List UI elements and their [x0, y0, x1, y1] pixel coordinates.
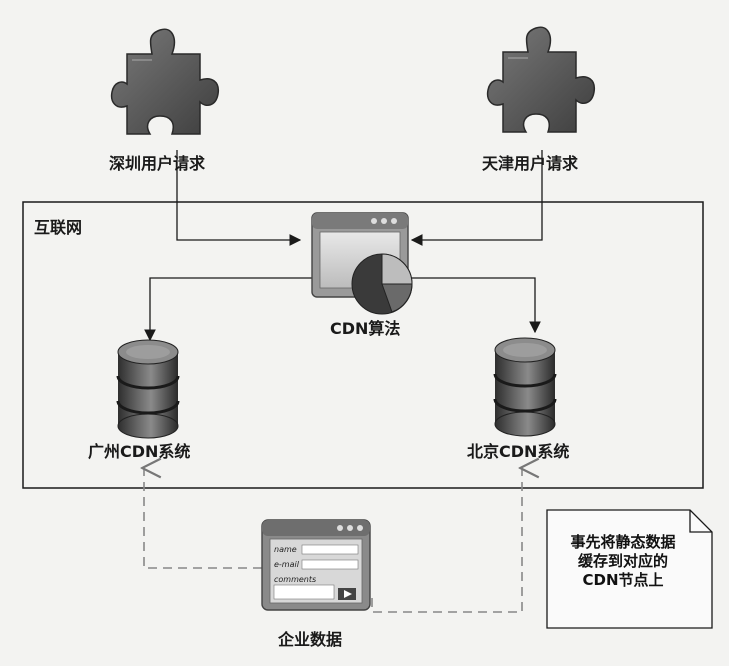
- note-line: CDN节点上: [582, 571, 664, 589]
- beijing-database-icon: [493, 336, 557, 438]
- beijing-cdn-label: 北京CDN系统: [467, 442, 570, 461]
- arrow-cdn-to-beijing: [400, 277, 541, 334]
- dashed-data-to-guangzhou: [144, 468, 262, 569]
- guangzhou-cdn-label: 广州CDN系统: [88, 442, 191, 461]
- play-icon: [344, 590, 352, 598]
- internet-label: 互联网: [34, 218, 83, 237]
- enterprise-data-label: 企业数据: [278, 630, 343, 649]
- puzzle-icon: [486, 26, 596, 134]
- guangzhou-database-icon: [116, 338, 180, 440]
- pie-chart-icon: [351, 253, 413, 315]
- internet-frame: [22, 201, 704, 489]
- form-field-comments-label: comments: [274, 575, 316, 584]
- note-line: 缓存到对应的: [577, 552, 668, 570]
- form-field-email-label: e-mail: [274, 560, 300, 569]
- form-field-name-label: name: [274, 545, 297, 554]
- arrow-cdn-to-guangzhou: [144, 277, 318, 342]
- note-line: 事先将静态数据: [570, 533, 676, 551]
- arrow-tianjin-to-cdn: [410, 150, 543, 246]
- note-box: [546, 509, 713, 629]
- note-text: 事先将静态数据 缓存到对应的 CDN节点上: [548, 533, 698, 590]
- cdn-algorithm-label: CDN算法: [330, 319, 401, 338]
- cdn-algorithm-window-icon: [311, 212, 413, 315]
- enterprise-form-window-icon: name e-mail comments: [261, 519, 371, 611]
- arrow-shenzhen-to-cdn: [176, 150, 302, 246]
- shenzhen-request-label: 深圳用户请求: [109, 154, 206, 173]
- puzzle-icon: [110, 28, 220, 136]
- tianjin-request-label: 天津用户请求: [482, 154, 579, 173]
- dashed-data-to-beijing: [371, 468, 522, 613]
